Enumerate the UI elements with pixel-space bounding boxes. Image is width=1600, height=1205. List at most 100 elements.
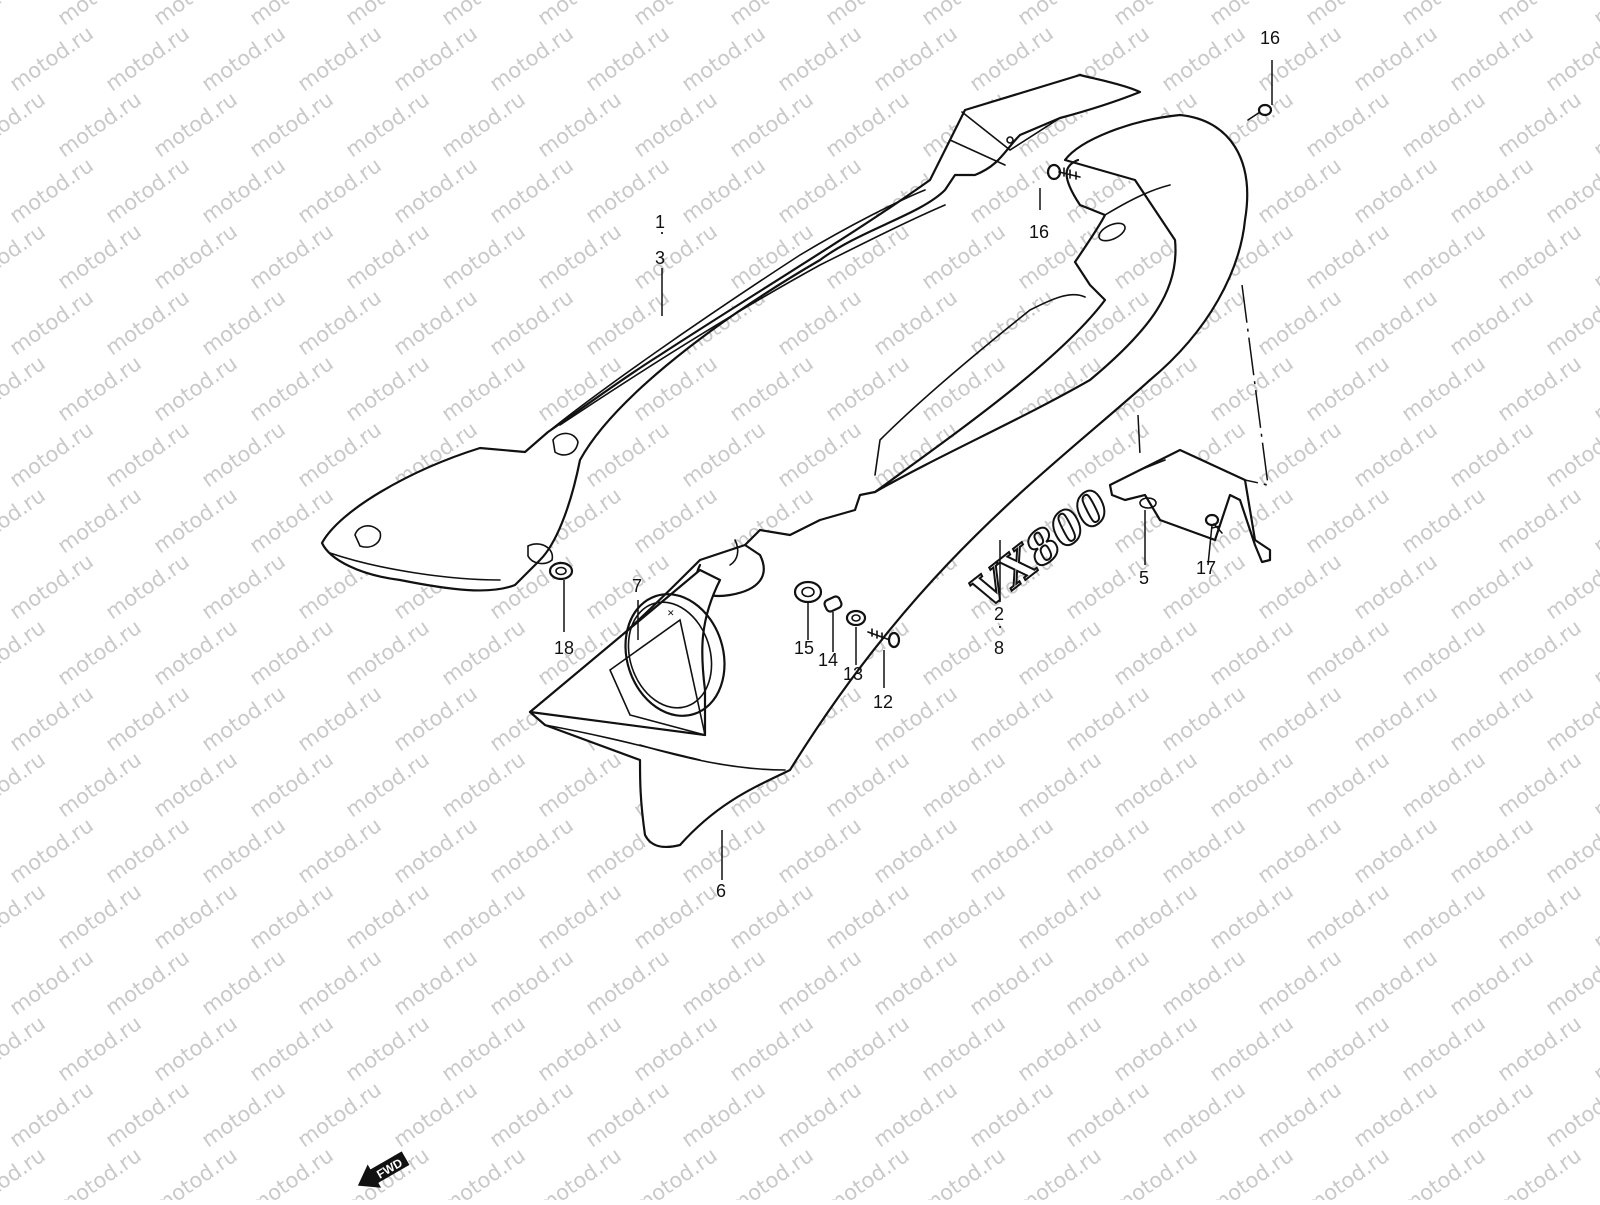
watermark-text: motod.ru bbox=[965, 285, 1058, 360]
watermark-text: motod.ru bbox=[1397, 87, 1490, 162]
watermark-text: motod.ru bbox=[5, 1077, 98, 1152]
washer-13 bbox=[845, 609, 867, 627]
watermark-text: motod.ru bbox=[533, 1011, 626, 1086]
watermark-text: motod.ru bbox=[5, 21, 98, 96]
watermark-text: motod.ru bbox=[245, 879, 338, 954]
watermark-text: motod.ru bbox=[149, 879, 242, 954]
watermark-text: motod.ru bbox=[485, 1077, 578, 1152]
watermark-text: motod.ru bbox=[725, 1011, 818, 1086]
watermark-text: motod.ru bbox=[5, 549, 98, 624]
watermark-text: motod.ru bbox=[149, 87, 242, 162]
watermark-text: motod.ru bbox=[341, 1011, 434, 1086]
watermark-text: motod.ru bbox=[197, 1077, 290, 1152]
callout-5: 5 bbox=[1139, 568, 1149, 588]
watermark-text: motod.ru bbox=[197, 285, 290, 360]
watermark-text: motod.ru bbox=[1493, 219, 1586, 294]
watermark-text: motod.ru bbox=[293, 21, 386, 96]
watermark-text: motod.ru bbox=[0, 0, 50, 30]
watermark-text: motod.ru bbox=[197, 417, 290, 492]
watermark-text: motod.ru bbox=[677, 1077, 770, 1152]
watermark-text: motod.ru bbox=[629, 1143, 722, 1200]
watermark-text: motod.ru bbox=[1493, 1011, 1586, 1086]
watermark-text: motod.ru bbox=[245, 1011, 338, 1086]
watermark-text: motod.ru bbox=[53, 1143, 146, 1200]
bolt-16-top bbox=[1247, 103, 1273, 121]
watermark-text: motod.ru bbox=[0, 1077, 2, 1152]
watermark-text: motod.ru bbox=[389, 285, 482, 360]
watermark-text: motod.ru bbox=[1013, 0, 1106, 30]
watermark-text: motod.ru bbox=[1397, 483, 1490, 558]
watermark-text: motod.ru bbox=[0, 417, 2, 492]
watermark-text: motod.ru bbox=[149, 351, 242, 426]
watermark-text: motod.ru bbox=[0, 219, 50, 294]
callout-8: 8 bbox=[994, 638, 1004, 658]
watermark-text: motod.ru bbox=[53, 615, 146, 690]
watermark-text: motod.ru bbox=[965, 813, 1058, 888]
watermark-text: motod.ru bbox=[245, 87, 338, 162]
watermark-text: motod.ru bbox=[5, 681, 98, 756]
watermark-text: motod.ru bbox=[773, 945, 866, 1020]
svg-text:✕: ✕ bbox=[667, 608, 675, 618]
watermark-text: motod.ru bbox=[677, 153, 770, 228]
watermark-text: motod.ru bbox=[533, 879, 626, 954]
side-panel-cover: ✕ bbox=[528, 568, 726, 737]
watermark-text: motod.ru bbox=[197, 549, 290, 624]
watermark-text: motod.ru bbox=[53, 351, 146, 426]
watermark-text: motod.ru bbox=[53, 747, 146, 822]
watermark-text: motod.ru bbox=[1109, 1143, 1202, 1200]
watermark-text: motod.ru bbox=[821, 1143, 914, 1200]
watermark-text: motod.ru bbox=[437, 219, 530, 294]
watermark-text: motod.ru bbox=[437, 0, 530, 30]
watermark-text: motod.ru bbox=[437, 879, 530, 954]
watermark-text: motod.ru bbox=[101, 21, 194, 96]
watermark-text: motod.ru bbox=[773, 1077, 866, 1152]
watermark-text: motod.ru bbox=[1349, 681, 1442, 756]
watermark-text: motod.ru bbox=[485, 285, 578, 360]
callout-12: 12 bbox=[873, 692, 893, 712]
watermark-text: motod.ru bbox=[1541, 153, 1600, 228]
watermark-text: motod.ru bbox=[53, 1011, 146, 1086]
watermark-text: motod.ru bbox=[293, 681, 386, 756]
watermark-text: motod.ru bbox=[1253, 417, 1346, 492]
watermark-text: motod.ru bbox=[1253, 285, 1346, 360]
watermark-text: motod.ru bbox=[437, 1143, 530, 1200]
watermark-text: motod.ru bbox=[1445, 1077, 1538, 1152]
watermark-text: motod.ru bbox=[869, 1077, 962, 1152]
watermark-text: motod.ru bbox=[725, 1143, 818, 1200]
watermark-text: motod.ru bbox=[869, 945, 962, 1020]
bolt-16-mid bbox=[1046, 163, 1081, 181]
watermark-text: motod.ru bbox=[0, 87, 50, 162]
watermark-text: motod.ru bbox=[965, 1077, 1058, 1152]
watermark-text: motod.ru bbox=[1301, 0, 1394, 30]
watermark-text: motod.ru bbox=[0, 1011, 50, 1086]
watermark-text: motod.ru bbox=[725, 351, 818, 426]
watermark-text: motod.ru bbox=[389, 945, 482, 1020]
watermark-text: motod.ru bbox=[821, 879, 914, 954]
watermark-text: motod.ru bbox=[389, 813, 482, 888]
watermark-text: motod.ru bbox=[197, 945, 290, 1020]
watermark-text: motod.ru bbox=[677, 945, 770, 1020]
watermark-text: motod.ru bbox=[1589, 483, 1600, 558]
watermark-text: motod.ru bbox=[5, 417, 98, 492]
watermark-text: motod.ru bbox=[917, 879, 1010, 954]
watermark-text: motod.ru bbox=[1013, 219, 1106, 294]
watermark-text: motod.ru bbox=[341, 747, 434, 822]
watermark-text: motod.ru bbox=[5, 945, 98, 1020]
watermark-text: motod.ru bbox=[293, 1077, 386, 1152]
watermark-text: motod.ru bbox=[1397, 0, 1490, 30]
watermark-text: motod.ru bbox=[1493, 0, 1586, 30]
watermark-text: motod.ru bbox=[1301, 351, 1394, 426]
watermark-text: motod.ru bbox=[533, 747, 626, 822]
watermark-text: motod.ru bbox=[1445, 681, 1538, 756]
watermark-text: motod.ru bbox=[1013, 615, 1106, 690]
watermark-text: motod.ru bbox=[5, 285, 98, 360]
watermark-text: motod.ru bbox=[1253, 681, 1346, 756]
watermark-text: motod.ru bbox=[101, 1077, 194, 1152]
watermark-text: motod.ru bbox=[1445, 417, 1538, 492]
watermark-text: motod.ru bbox=[1349, 417, 1442, 492]
watermark-text: motod.ru bbox=[101, 549, 194, 624]
watermark-text: motod.ru bbox=[1013, 879, 1106, 954]
watermark-text: motod.ru bbox=[629, 0, 722, 30]
watermark-text: motod.ru bbox=[821, 747, 914, 822]
